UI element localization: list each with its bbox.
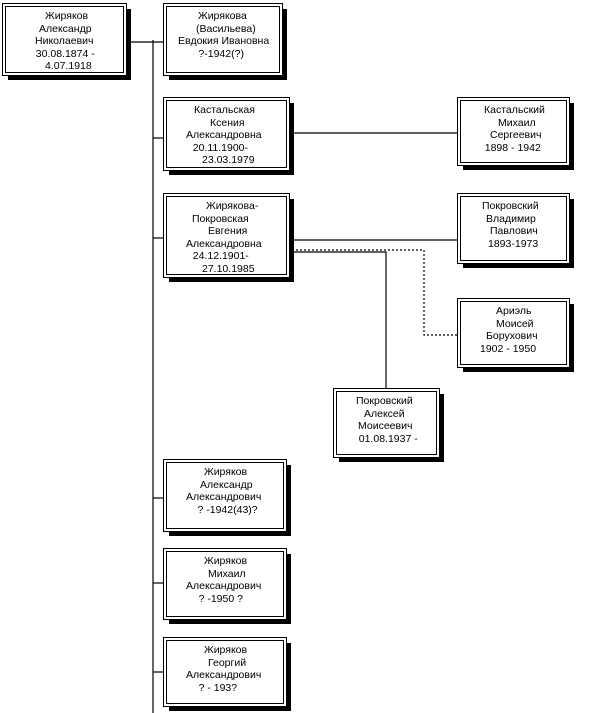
name-line: Покровский xyxy=(356,395,413,407)
person-card-text: Жиряков Георгий Александрович ? - 193? xyxy=(172,644,286,694)
dates-line: ?-1942(?) xyxy=(178,47,244,60)
person-card-zhiryakov-aleksandr-nikolaevich[interactable]: Жиряков Александр Николаевич 30.08.1874 … xyxy=(2,3,131,80)
name-line: Николаевич xyxy=(35,35,94,47)
name-line: (Васильева) xyxy=(196,22,256,35)
person-card-pokrovsky-aleksey[interactable]: Покровский Алексей Моисеевич 01.08.1937 … xyxy=(333,388,444,462)
name-line: Михаил xyxy=(208,567,246,580)
child-link-aleksey xyxy=(290,251,387,390)
person-card-zhiryakov-aleksandr-aleksandrovich[interactable]: Жиряков Александр Александрович ? -1942(… xyxy=(163,459,291,536)
person-card-text: Жирякова- Покровская Евгения Александров… xyxy=(172,200,289,275)
person-card-text: Кастальский Михаил Сергеевич 1898 - 1942 xyxy=(464,104,569,154)
name-line: Евдокия Ивановна xyxy=(178,35,270,47)
dates-line: 27.10.1985 xyxy=(202,262,255,275)
person-card-zhiryakov-mikhail[interactable]: Жиряков Михаил Александрович ? -1950 ? xyxy=(163,548,291,624)
name-line: Александр xyxy=(39,22,92,35)
partner-link-ariel xyxy=(292,249,458,336)
dates-line: 1898 - 1942 xyxy=(476,141,541,154)
name-line: Жирякова- xyxy=(206,200,259,212)
name-line: Жиряков xyxy=(204,466,248,478)
name-line: Борухович xyxy=(486,330,538,342)
dates-line: ? -1942(43)? xyxy=(180,503,258,516)
name-line: Кастальская xyxy=(194,104,255,116)
name-line: Жиряков xyxy=(204,644,248,656)
dates-line: 23.03.1979 xyxy=(202,154,255,166)
dates-line: 24.12.1901- xyxy=(184,250,249,262)
name-line: Кастальский xyxy=(484,104,545,116)
person-card-text: Покровский Владимир Павлович 1893-1973 xyxy=(464,200,569,250)
name-line: Жиряков xyxy=(204,555,248,567)
dates-line: ? -1950 ? xyxy=(184,592,243,605)
person-card-text: Жиряков Александр Николаевич 30.08.1874 … xyxy=(15,10,126,73)
dates-line: 1893-1973 xyxy=(488,237,539,250)
name-line: Жиряков xyxy=(45,10,89,22)
dates-line: 01.08.1937 - xyxy=(350,432,418,445)
name-line: Георгий xyxy=(208,656,247,669)
name-line: Павлович xyxy=(490,225,538,237)
person-card-ariel-moisey[interactable]: Ариэль Моисей Борухович 1902 - 1950 xyxy=(457,298,574,372)
name-line: Сергеевич xyxy=(490,129,542,141)
dates-line: 20.11.1900- xyxy=(184,141,249,154)
person-card-zhiryakova-pokrovskaya-evgeniya[interactable]: Жирякова- Покровская Евгения Александров… xyxy=(163,193,294,282)
name-line: Алексей xyxy=(364,407,405,420)
person-card-text: Ариэль Моисей Борухович 1902 - 1950 xyxy=(464,305,569,355)
person-card-text: Кастальская Ксения Александровна 20.11.1… xyxy=(172,104,289,167)
name-line: Александрович xyxy=(186,669,262,681)
name-line: Александровна xyxy=(186,129,262,141)
person-card-zhiryakova-evdokiya[interactable]: Жирякова (Васильева) Евдокия Ивановна ?-… xyxy=(163,3,287,80)
person-card-kastalsky-mikhail[interactable]: Кастальский Михаил Сергеевич 1898 - 1942 xyxy=(457,97,574,170)
name-line: Покровский xyxy=(482,200,539,212)
name-line: Жирякова xyxy=(198,10,247,22)
dates-line: 4.07.1918 xyxy=(45,60,92,72)
name-line: Евгения xyxy=(208,225,248,237)
dates-line: 30.08.1874 - xyxy=(27,47,95,60)
name-line: Ариэль xyxy=(496,305,532,317)
person-card-text: Жиряков Александр Александрович ? -1942(… xyxy=(172,466,286,516)
person-card-zhiryakov-georgiy[interactable]: Жиряков Георгий Александрович ? - 193? xyxy=(163,637,291,711)
person-card-kastalskaya-kseniya[interactable]: Кастальская Ксения Александровна 20.11.1… xyxy=(163,97,294,175)
name-line: Александровна xyxy=(186,237,262,250)
name-line: Михаил xyxy=(498,116,536,129)
person-card-text: Покровский Алексей Моисеевич 01.08.1937 … xyxy=(340,395,439,445)
dates-line: ? - 193? xyxy=(184,681,238,694)
name-line: Александрович xyxy=(186,580,262,592)
name-line: Александрович xyxy=(186,491,262,503)
person-card-text: Жиряков Михаил Александрович ? -1950 ? xyxy=(172,555,286,605)
name-line: Моисеевич xyxy=(358,420,413,432)
person-card-pokrovsky-vladimir[interactable]: Покровский Владимир Павлович 1893-1973 xyxy=(457,193,574,268)
name-line: Владимир xyxy=(486,212,536,225)
dates-line: 1902 - 1950 xyxy=(480,342,537,355)
name-line: Ксения xyxy=(210,116,245,129)
name-line: Моисей xyxy=(496,317,534,330)
name-line: Александр xyxy=(200,478,253,491)
name-line: Покровская xyxy=(192,212,249,225)
person-card-text: Жирякова (Васильева) Евдокия Ивановна ?-… xyxy=(168,10,282,60)
